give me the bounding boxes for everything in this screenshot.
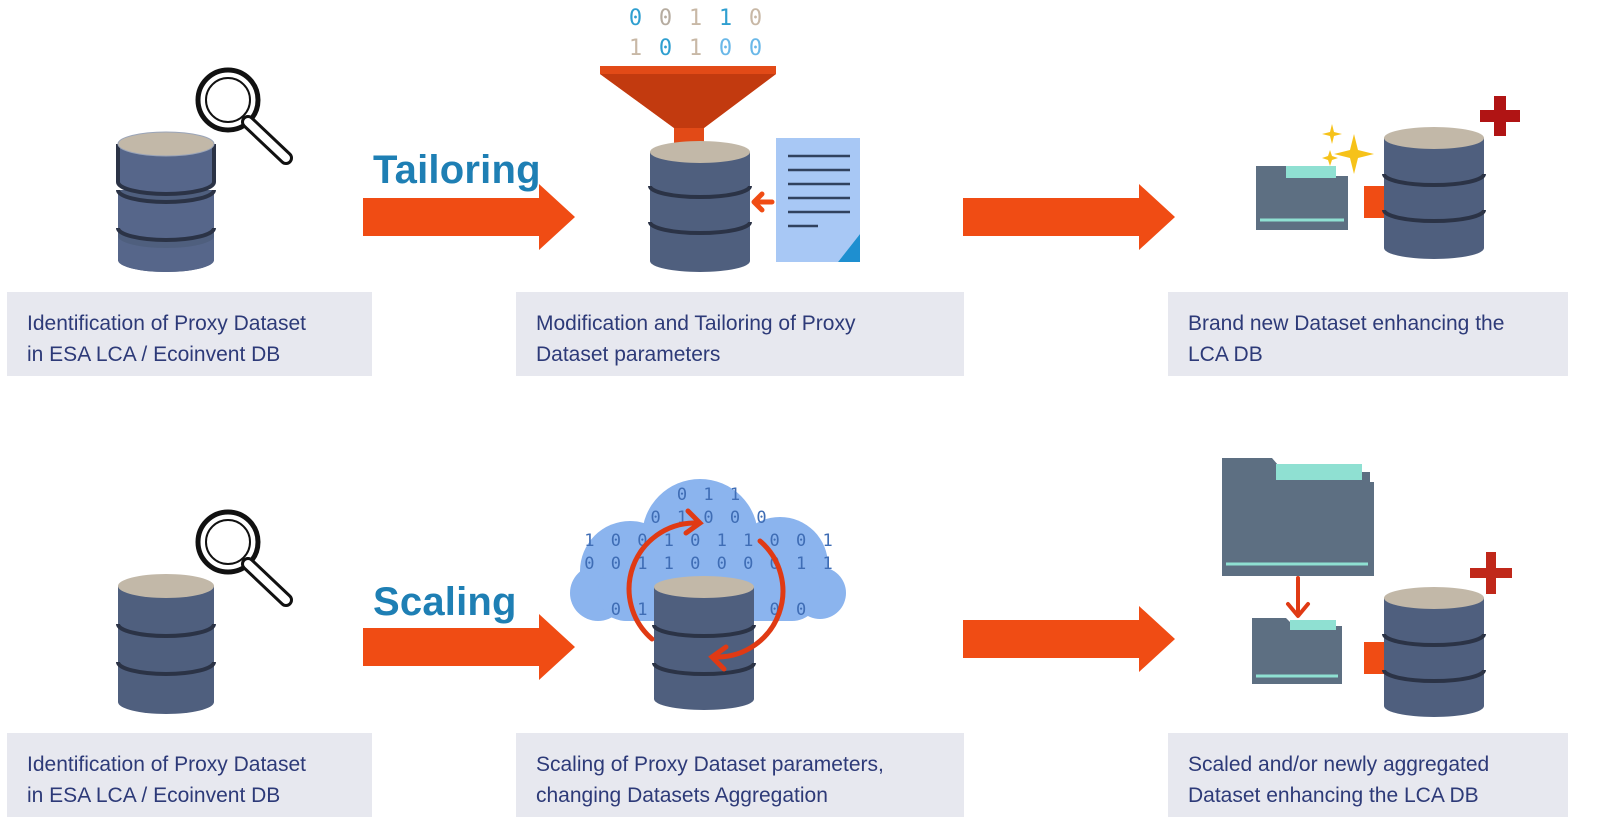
database-icon: [652, 576, 756, 710]
refresh-database-icon: [626, 508, 786, 710]
database-icon: [1382, 587, 1486, 717]
arrow-right-icon: [363, 614, 575, 680]
folder-icon: [1222, 458, 1374, 576]
step-label-tailoring: Tailoring: [373, 148, 541, 192]
plus-icon: [1470, 552, 1512, 594]
magnifier-icon: [195, 67, 293, 165]
database-search-icon: [116, 509, 293, 714]
refresh-icon: [626, 508, 786, 672]
magnifier-icon: [195, 509, 293, 607]
folder-icon: [1256, 166, 1348, 230]
sparkle-icon: [1322, 124, 1374, 174]
caption-process-1: Modification and Tailoring of Proxy Data…: [516, 292, 964, 376]
folder-icon: [1252, 618, 1342, 684]
arrow-right-icon: [963, 184, 1175, 250]
caption-process-2: Scaling of Proxy Dataset parameters, cha…: [516, 733, 964, 817]
new-dataset-icon: [1256, 96, 1520, 259]
database-icon: [116, 574, 216, 714]
step-label-scaling: Scaling: [373, 580, 517, 624]
arrow-right-icon: [963, 606, 1175, 672]
database-icon: [648, 141, 752, 272]
database-icon: [1382, 127, 1486, 259]
arrow-right-icon: [363, 184, 575, 250]
document-icon: [751, 138, 860, 262]
arrow-down-icon: [1286, 576, 1310, 618]
database-search-icon: [116, 67, 293, 272]
caption-result-1: Brand new Dataset enhancing the LCA DB: [1168, 292, 1568, 376]
aggregated-dataset-icon: [1222, 458, 1512, 717]
caption-result-2: Scaled and/or newly aggregated Dataset e…: [1168, 733, 1568, 817]
database-icon: [116, 131, 216, 272]
funnel-icon: [600, 66, 776, 158]
caption-identify-1: Identification of Proxy Dataset in ESA L…: [7, 292, 372, 376]
caption-identify-2: Identification of Proxy Dataset in ESA L…: [7, 733, 372, 817]
plus-icon: [1480, 96, 1520, 136]
funnel-database-document-icon: [600, 66, 860, 272]
